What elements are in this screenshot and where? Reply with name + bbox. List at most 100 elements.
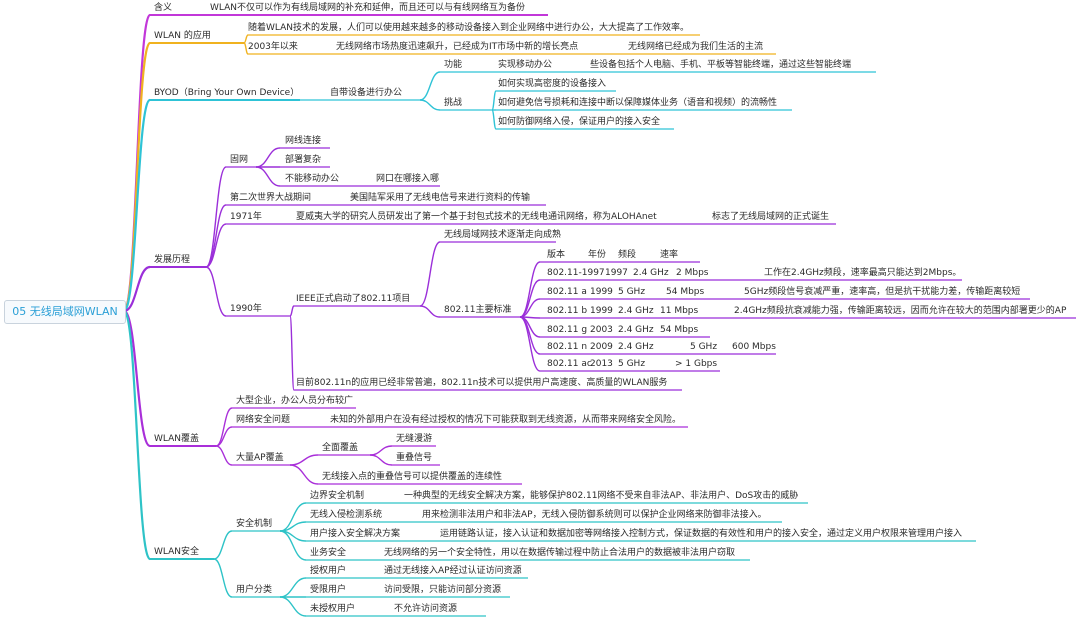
connector-curve xyxy=(369,445,393,456)
std-row-version: 802.11-1997 xyxy=(547,268,605,278)
history-ieee: IEEE正式启动了802.11项目 xyxy=(296,294,411,304)
fixed-item-1: 网线连接 xyxy=(285,136,322,146)
security-u1: 授权用户 xyxy=(310,566,347,576)
byod-challenge-label: 挑战 xyxy=(444,98,463,108)
connector-curve xyxy=(255,166,281,187)
std-row-year: 1999 xyxy=(590,306,613,316)
connector-curve xyxy=(289,315,295,391)
history-1990: 1990年 xyxy=(230,304,262,314)
byod-function-label: 功能 xyxy=(444,60,463,70)
security-u2-text: 访问受限，只能访问部分资源 xyxy=(384,585,502,595)
std-row-rate: 54 Mbps xyxy=(666,287,705,297)
app-text3: 无线网络已经成为我们生活的主流 xyxy=(628,42,764,52)
security-users: 用户分类 xyxy=(236,585,273,595)
std-row-year: 1997 xyxy=(605,268,628,278)
security-m1: 边界安全机制 xyxy=(310,491,365,501)
coverage-full-overlap: 重叠信号 xyxy=(396,453,433,463)
connector-curve xyxy=(289,454,319,466)
history-fixed-network: 固网 xyxy=(230,155,249,165)
security-m3: 用户接入安全解决方案 xyxy=(310,529,401,539)
security-m4: 业务安全 xyxy=(310,548,347,558)
connector-curve xyxy=(215,445,233,466)
security-u3-text: 不允许访问资源 xyxy=(394,604,458,614)
byod-sub: 自带设备进行办公 xyxy=(330,88,403,98)
connector-curve xyxy=(213,530,233,560)
std-row-year: 1999 xyxy=(590,287,613,297)
history-1971: 1971年 xyxy=(230,212,262,222)
connector-curve xyxy=(519,279,541,318)
std-row-version: 802.11 n xyxy=(547,342,588,352)
connector-curve xyxy=(243,42,249,55)
root-node[interactable]: 05 无线局域网WLAN xyxy=(4,300,126,324)
history-label: 发展历程 xyxy=(154,255,191,265)
history-mature: 无线局域网技术逐渐走向成熟 xyxy=(444,230,562,240)
std-row-year: 2009 xyxy=(590,342,613,352)
connector-curve xyxy=(122,309,152,561)
connector-curve xyxy=(279,530,307,561)
std-row-band: 5 GHz xyxy=(618,359,646,369)
app-label: WLAN 的应用 xyxy=(154,31,211,41)
std-row-band: 2.4 GHz xyxy=(618,325,654,335)
connector-curve xyxy=(255,147,281,168)
std-row-year: 2003 xyxy=(590,325,613,335)
coverage-full-roaming: 无缝漫游 xyxy=(396,434,433,444)
byod-challenge-1: 如何实现高密度的设备接入 xyxy=(498,79,607,89)
std-row-rate: 54 Mbps xyxy=(660,325,699,335)
byod-challenge-2: 如何避免信号损耗和连接中断以保障媒体业务（语音和视频）的流畅性 xyxy=(498,98,778,108)
security-u3: 未授权用户 xyxy=(310,604,356,614)
connector-curve xyxy=(123,265,151,313)
connector-curve xyxy=(205,223,227,268)
security-label: WLAN安全 xyxy=(154,547,200,557)
connector-curve xyxy=(122,98,152,313)
std-row-version: 802.11 a xyxy=(547,287,587,297)
coverage-label: WLAN覆盖 xyxy=(154,434,200,444)
std-header-rate: 速率 xyxy=(660,250,679,260)
coverage-ap: 大量AP覆盖 xyxy=(236,453,284,463)
std-row-note: 600 Mbps xyxy=(732,342,776,352)
std-row-version: 802.11 b xyxy=(547,306,588,316)
connector-curve xyxy=(519,316,541,372)
std-row-note: 2.4GHz频段抗衰减能力强，传输距离较远，因而允许在较大的范围内部署更少的AP xyxy=(734,306,1067,316)
std-row-version: 802.11 ac xyxy=(547,359,592,369)
connector-curve xyxy=(419,71,441,101)
coverage-security-issue: 网络安全问题 xyxy=(236,415,291,425)
security-u1-text: 通过无线接入AP经过认证访问资源 xyxy=(384,566,522,576)
fixed-item-3: 不能移动办公 xyxy=(285,174,340,184)
app-year: 2003年以来 xyxy=(248,42,298,52)
connector-curve xyxy=(419,241,441,307)
connector-curve xyxy=(205,266,227,317)
connector-curve xyxy=(519,316,541,355)
coverage-security-text: 未知的外部用户在没有经过授权的情况下可能获取到无线资源，从而带来网络安全风险。 xyxy=(330,415,682,425)
std-row-rate: > 1 Gbps xyxy=(675,359,718,369)
std-header-version: 版本 xyxy=(547,250,566,260)
std-row-rate: 11 Mbps xyxy=(660,306,699,316)
connector-curve xyxy=(491,109,497,130)
connector-curve xyxy=(279,577,307,598)
byod-function-text: 实现移动办公 xyxy=(498,60,553,70)
std-header-band: 频段 xyxy=(618,250,637,260)
fixed-item-2: 部署复杂 xyxy=(285,155,322,165)
security-m2-text: 用来检测非法用户和非法AP，无线入侵防御系统则可以保护企业网络来防御非法接入。 xyxy=(422,510,767,520)
connector-curve xyxy=(419,305,441,318)
coverage-full: 全面覆盖 xyxy=(322,443,359,453)
app-text1: 随着WLAN技术的发展，人们可以使用越来越多的移动设备接入到企业网络中进行办公，… xyxy=(248,23,690,33)
meaning-label: 含义 xyxy=(154,3,173,13)
byod-challenge-3: 如何防御网络入侵，保证用户的接入安全 xyxy=(498,117,661,127)
root-title: 05 无线局域网WLAN xyxy=(12,305,118,318)
std-row-version: 802.11 g xyxy=(547,325,588,335)
std-row-band: 2.4 GHz xyxy=(633,268,669,278)
connector-curve xyxy=(122,41,152,313)
history-1971-note: 标志了无线局域网的正式诞生 xyxy=(712,212,830,222)
std-row-rate: 2 Mbps xyxy=(676,268,709,278)
std-row-rate: 5 GHz xyxy=(690,342,718,352)
std-row-year: 2013 xyxy=(590,359,613,369)
connector-curve xyxy=(279,596,307,617)
connector-curve xyxy=(213,558,233,598)
std-row-band: 5 GHz xyxy=(618,287,646,297)
security-u2: 受限用户 xyxy=(310,585,347,595)
security-m1-text: 一种典型的无线安全解决方案，能够保护802.11网络不受来自非法AP、非法用户、… xyxy=(404,491,799,501)
std-row-note: 工作在2.4GHz频段，速率最高只能达到2Mbps。 xyxy=(764,268,962,278)
history-standards: 802.11主要标准 xyxy=(444,305,512,315)
